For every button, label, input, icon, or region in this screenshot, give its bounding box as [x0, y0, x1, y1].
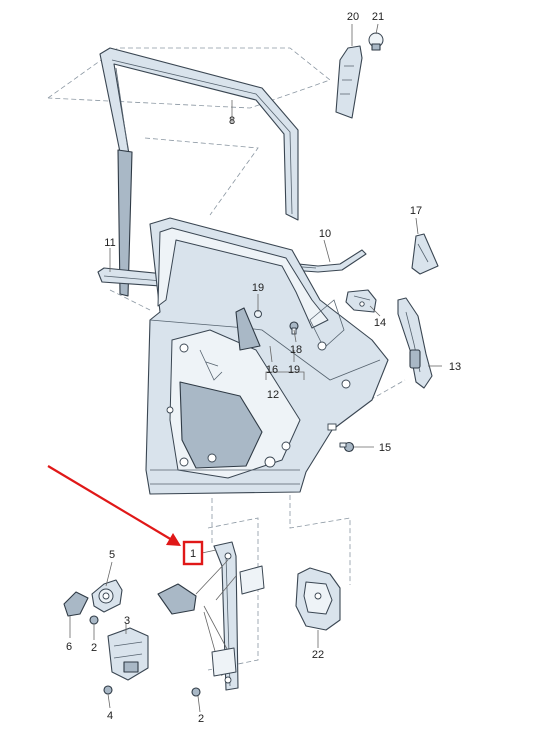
callout-17: 17 [410, 205, 422, 217]
callout-6: 6 [66, 641, 72, 653]
callout-19a: 19 [252, 282, 264, 294]
callout-21: 21 [372, 11, 384, 23]
highlight-box [182, 540, 204, 566]
screws-lower [89, 615, 201, 697]
callout-19b: 19 [288, 364, 300, 376]
callout-2b: 2 [198, 713, 204, 725]
lock-bracket [345, 289, 377, 313]
callout-10: 10 [319, 228, 331, 240]
upper-bracket [335, 32, 384, 119]
window-guide-channel [99, 47, 299, 297]
callout-16: 16 [266, 364, 278, 376]
callout-5: 5 [109, 549, 115, 561]
access-cover [295, 567, 341, 631]
triangle-trim [411, 233, 439, 275]
callout-13: 13 [449, 361, 461, 373]
callout-8: 8 [229, 115, 235, 127]
callout-1: 1 [190, 548, 196, 560]
callout-14: 14 [374, 317, 386, 329]
window-motor [107, 627, 149, 681]
callout-22: 22 [312, 649, 324, 661]
callout-labels: 1 2 2 3 4 5 6 8 10 11 12 13 14 15 16 17 … [66, 11, 461, 725]
callout-11: 11 [104, 237, 115, 249]
leader-lines [69, 23, 442, 713]
callout-4: 4 [107, 710, 113, 722]
mirror-corner-piece [235, 307, 261, 351]
screw-15 [339, 441, 355, 453]
callout-2a: 2 [91, 642, 97, 654]
callout-15: 15 [379, 442, 391, 454]
motor-cap [63, 591, 89, 617]
callout-12: 12 [267, 389, 279, 401]
callout-20: 20 [347, 11, 359, 23]
door-inner-panel [145, 217, 389, 495]
callout-18: 18 [290, 344, 302, 356]
handle-carrier [397, 297, 433, 389]
motor-mount [91, 579, 123, 613]
highlight-arrow [47, 465, 181, 546]
callout-3: 3 [124, 615, 130, 627]
window-regulator [157, 541, 265, 691]
